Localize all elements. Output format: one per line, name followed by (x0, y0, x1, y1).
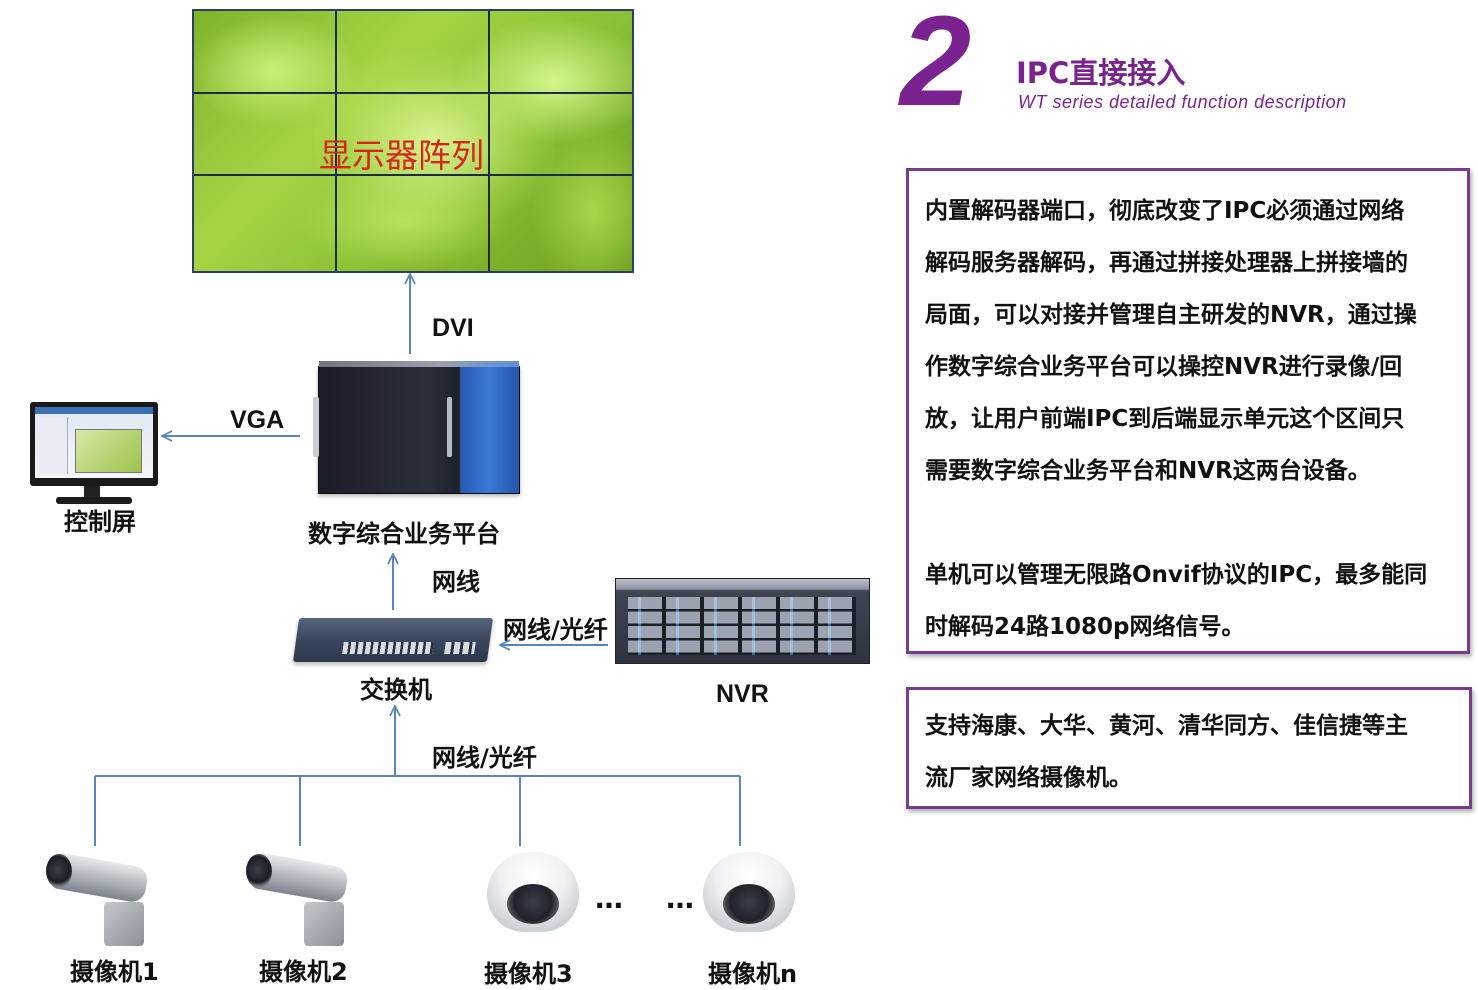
description-panel: 内置解码器端口，彻底改变了IPC必须通过网络 解码服务器解码，再通过拼接处理器上… (906, 168, 1470, 654)
net-label: 网线 (432, 568, 480, 596)
display-wall: 显示器阵列 (192, 9, 634, 273)
description-line: 需要数字综合业务平台和NVR这两台设备。 (925, 458, 1371, 484)
camera-1-image (42, 850, 152, 950)
compatibility-line: 支持海康、大华、黄河、清华同方、佳信捷等主 (925, 713, 1408, 739)
monitor-stand (84, 486, 100, 498)
description-line: 解码服务器解码，再通过拼接处理器上拼接墙的 (925, 250, 1408, 276)
camera-2-label: 摄像机2 (259, 958, 348, 986)
description-line: 时解码24路1080p网络信号。 (925, 614, 1245, 640)
nvr-label: NVR (716, 680, 769, 708)
description-line-blank (925, 497, 1467, 549)
camera-1-label: 摄像机1 (70, 958, 159, 986)
network-switch-image (292, 618, 494, 662)
camera-n-label: 摄像机n (708, 960, 798, 988)
wall-image-highlight (314, 51, 554, 231)
dvi-label: DVI (432, 314, 474, 342)
control-monitor-image (30, 402, 158, 486)
camera-3-label: 摄像机3 (484, 960, 573, 988)
camera-link-label: 网线/光纤 (432, 744, 537, 772)
wall-grid-line (194, 174, 632, 176)
nvr-server-image (615, 578, 870, 664)
vga-label: VGA (230, 406, 285, 434)
wall-grid-line (335, 11, 337, 271)
display-wall-title: 显示器阵列 (319, 136, 484, 175)
camera-3-image (487, 852, 579, 932)
section-title: IPC直接接入 (1016, 56, 1186, 90)
description-line: 单机可以管理无限路Onvif协议的IPC，最多能同 (925, 562, 1428, 588)
ellipsis-2: … (666, 882, 696, 915)
control-screen-label: 控制屏 (64, 508, 136, 536)
platform-server-image (313, 361, 520, 494)
wall-grid-line (488, 11, 490, 271)
description-line: 作数字综合业务平台可以操控NVR进行录像/回 (925, 354, 1403, 380)
compatibility-line: 流厂家网络摄像机。 (925, 765, 1132, 791)
platform-label: 数字综合业务平台 (308, 520, 500, 548)
compatibility-panel: 支持海康、大华、黄河、清华同方、佳信捷等主 流厂家网络摄像机。 (906, 687, 1472, 809)
camera-n-image (703, 852, 795, 932)
section-number: 2 (900, 0, 971, 133)
section-subtitle: WT series detailed function description (1018, 92, 1347, 112)
nvr-link-label: 网线/光纤 (503, 616, 608, 644)
description-line: 内置解码器端口，彻底改变了IPC必须通过网络 (925, 198, 1405, 224)
switch-label: 交换机 (360, 676, 432, 704)
description-line: 局面，可以对接并管理自主研发的NVR，通过操 (925, 302, 1417, 328)
camera-2-image (242, 850, 352, 950)
monitor-base (56, 497, 132, 504)
description-line: 放，让用户前端IPC到后端显示单元这个区间只 (925, 406, 1405, 432)
ellipsis-1: … (595, 882, 625, 915)
wall-grid-line (194, 92, 632, 94)
